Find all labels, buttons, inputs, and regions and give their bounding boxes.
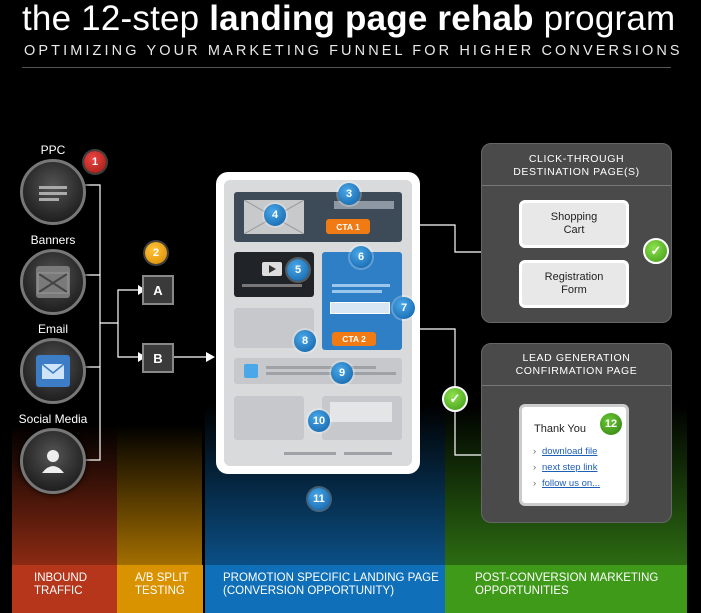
form-text-line [332, 290, 382, 293]
source-banners[interactable] [20, 249, 86, 315]
zone-inbound-traffic: INBOUND TRAFFIC [12, 565, 117, 613]
step-badge-6: 6 [350, 246, 372, 268]
variant-a-box[interactable]: A [142, 275, 174, 305]
testimonial-block [322, 396, 402, 440]
image-icon [36, 266, 70, 298]
step-badge-10: 10 [308, 410, 330, 432]
zone-ab-split-testing: A/B SPLIT TESTING [117, 565, 203, 613]
source-email[interactable] [20, 338, 86, 404]
variant-b-box[interactable]: B [142, 343, 174, 373]
step-badge-7: 7 [393, 297, 415, 319]
page-subtitle: OPTIMIZING YOUR MARKETING FUNNEL FOR HIG… [24, 43, 683, 59]
footer-bar [284, 452, 336, 455]
twitter-icon [244, 364, 258, 378]
person-icon [36, 445, 70, 477]
envelope-icon [36, 355, 70, 387]
footer-bar [344, 452, 392, 455]
step-badge-12: 12 [600, 413, 622, 435]
check-icon: ✓ [643, 238, 669, 264]
source-label-banners: Banners [30, 233, 76, 247]
step-badge-5: 5 [287, 259, 309, 281]
panel-divider [482, 385, 671, 386]
source-social-media[interactable] [20, 428, 86, 494]
check-icon: ✓ [442, 386, 468, 412]
page-title: the 12-step landing page rehab program [22, 0, 676, 38]
zone-glow-ab [117, 425, 202, 565]
download-file-link[interactable]: download file [533, 446, 598, 457]
cta-2-button[interactable]: CTA 2 [332, 332, 376, 346]
step-badge-3: 3 [338, 183, 360, 205]
step-badge-2: 2 [145, 242, 167, 264]
source-label-social: Social Media [18, 412, 88, 426]
social-share-block [234, 358, 402, 384]
video-caption-bar [242, 284, 302, 287]
follow-us-link[interactable]: follow us on... [533, 478, 600, 489]
form-block: CTA 2 [322, 252, 402, 350]
source-label-email: Email [37, 322, 68, 336]
list-icon [36, 176, 70, 208]
form-input-field[interactable] [330, 302, 390, 314]
zone-landing-page: PROMOTION SPECIFIC LANDING PAGE (CONVERS… [205, 565, 445, 613]
step-badge-9: 9 [331, 362, 353, 384]
play-icon [262, 262, 282, 276]
headline-bar [334, 201, 394, 209]
step-badge-1: 1 [84, 151, 106, 173]
form-text-line [332, 284, 390, 287]
next-step-link[interactable]: next step link [533, 462, 598, 473]
header-divider [22, 67, 671, 68]
source-ppc[interactable] [20, 159, 86, 225]
panel-divider [482, 185, 671, 186]
step-badge-4: 4 [264, 204, 286, 226]
cta-1-button[interactable]: CTA 1 [326, 219, 370, 234]
source-label-ppc: PPC [40, 143, 66, 157]
zone-post-conversion: POST-CONVERSION MARKETING OPPORTUNITIES [445, 565, 687, 613]
list-block [234, 396, 304, 440]
landing-page-mockup: CTA 1 CTA 2 [216, 172, 420, 474]
thank-you-heading: Thank You [534, 423, 586, 435]
step-badge-11: 11 [308, 488, 330, 510]
social-text-line [266, 366, 376, 369]
step-badge-8: 8 [294, 330, 316, 352]
speech-bubble-icon [330, 402, 392, 422]
hero-section: CTA 1 [234, 192, 402, 242]
